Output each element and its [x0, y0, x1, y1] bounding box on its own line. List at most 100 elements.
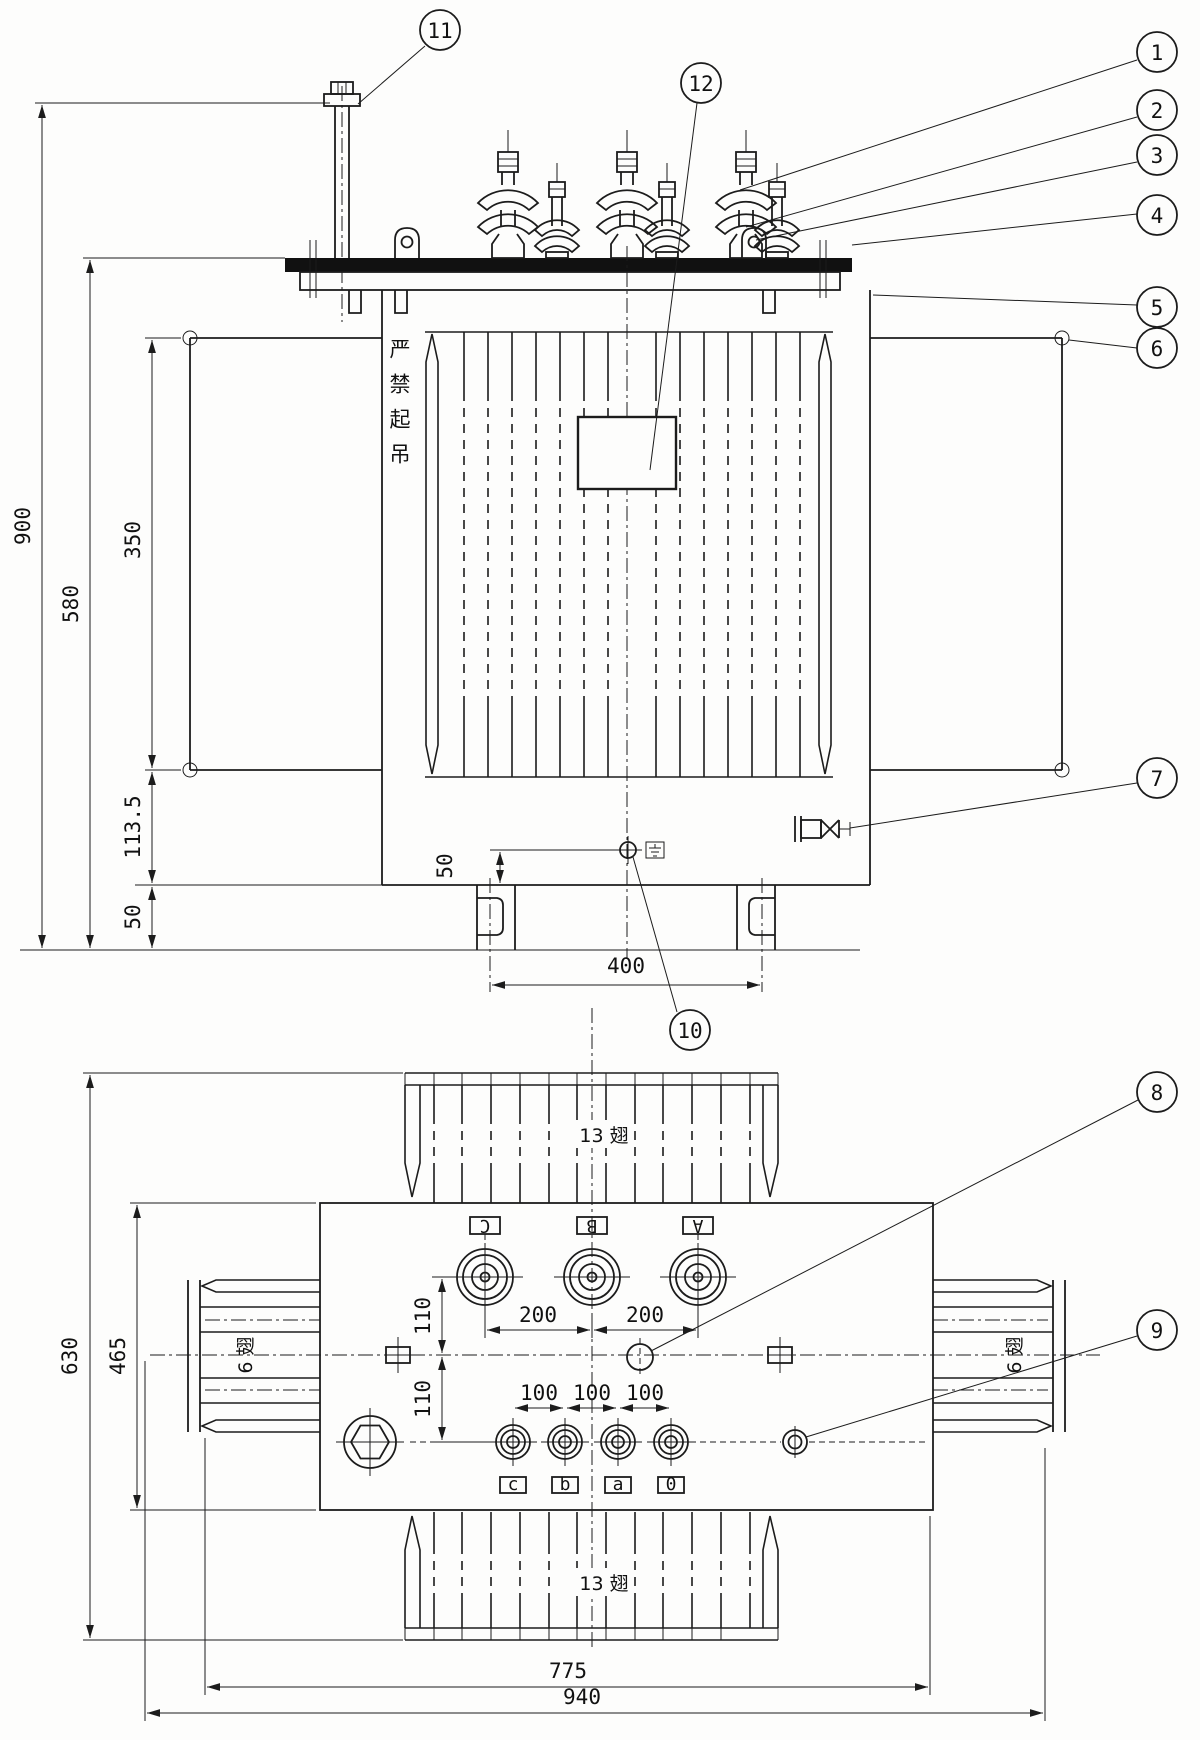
callout-6: 6	[1136, 327, 1178, 369]
callout-10: 10	[669, 1009, 711, 1051]
svg-text:a: a	[613, 1474, 624, 1495]
lv-bushing-a: a	[594, 1418, 642, 1495]
fin-count-top-label: 13 翅	[579, 1125, 628, 1147]
svg-text:630: 630	[58, 1337, 82, 1375]
cover-clamp-right	[767, 1337, 793, 1373]
svg-text:B: B	[587, 1215, 598, 1236]
lv-insulator	[643, 163, 691, 259]
fin-bank-bottom: 13 翅	[404, 1512, 779, 1641]
callout-11: 11	[419, 9, 461, 51]
svg-text:6: 6	[1151, 337, 1164, 361]
plan-wing-left: 6 翅	[187, 1279, 320, 1433]
fin-count-bottom-label: 13 翅	[579, 1573, 628, 1595]
svg-text:110: 110	[411, 1380, 435, 1418]
hv-bushing-B: B	[554, 1215, 630, 1306]
tank-outline	[381, 290, 871, 886]
hv-insulator	[595, 130, 659, 259]
svg-text:100: 100	[520, 1381, 558, 1405]
dimension-50-base: 50	[121, 887, 156, 948]
svg-text:100: 100	[573, 1381, 611, 1405]
feet-centerlines	[489, 878, 763, 992]
svg-text:A: A	[692, 1215, 703, 1236]
svg-text:400: 400	[607, 954, 645, 978]
dimension-630: 630	[58, 1072, 403, 1641]
svg-text:775: 775	[549, 1659, 587, 1683]
thermometer-seat	[626, 1338, 654, 1376]
svg-text:10: 10	[677, 1019, 702, 1043]
callout-1: 1	[1136, 31, 1178, 73]
base-channel-left	[476, 885, 516, 950]
dimension-400: 400	[492, 954, 760, 989]
svg-text:c: c	[508, 1474, 519, 1495]
lv-bushing-c: c	[489, 1418, 537, 1495]
corrugated-fin-wall	[425, 331, 833, 778]
fin-count-left-label: 6 翅	[235, 1336, 257, 1373]
dimension-200-right: 200	[594, 1303, 696, 1334]
svg-text:7: 7	[1151, 767, 1164, 791]
hv-insulator	[476, 130, 540, 259]
dimension-113-5: 113.5	[121, 772, 156, 883]
flange-tabs	[348, 290, 776, 314]
svg-text:200: 200	[626, 1303, 664, 1327]
tank-lid-bar	[285, 258, 852, 272]
svg-text:b: b	[560, 1474, 571, 1495]
svg-text:580: 580	[59, 585, 83, 623]
no-lifting-warning-text: 严禁起吊	[387, 338, 411, 478]
hv-bushing-C: C	[447, 1215, 523, 1315]
callouts: 1 2 3 4 5 6 7 8 9 10 11 12	[357, 9, 1178, 1438]
plan-wing-right: 6 翅	[933, 1279, 1066, 1433]
svg-text:465: 465	[106, 1337, 130, 1375]
callout-7: 7	[1136, 757, 1178, 799]
svg-text:350: 350	[121, 521, 145, 559]
svg-text:2: 2	[1151, 99, 1164, 123]
lv-bushing-b: b	[541, 1418, 589, 1495]
svg-text:1: 1	[1151, 41, 1164, 65]
svg-text:5: 5	[1151, 296, 1164, 320]
radiator-wing-right	[870, 330, 1070, 778]
earth-terminal	[782, 1426, 808, 1458]
svg-text:0: 0	[666, 1474, 677, 1495]
earthing-symbol	[645, 841, 665, 859]
lv-bushing-row: c b a 0	[410, 1418, 925, 1495]
lv-bushing-0: 0	[647, 1418, 695, 1495]
dimension-50-plug: 50	[433, 849, 616, 883]
svg-text:113.5: 113.5	[121, 795, 145, 858]
callout-5: 5	[1136, 286, 1178, 328]
svg-text:110: 110	[411, 1297, 435, 1335]
lid-lifting-rod	[323, 81, 361, 322]
svg-text:8: 8	[1151, 1081, 1164, 1105]
svg-text:3: 3	[1151, 144, 1164, 168]
dimension-100-group: 100 100 100	[515, 1381, 669, 1412]
svg-text:50: 50	[433, 853, 457, 878]
radiator-wing-left	[182, 330, 382, 778]
callout-3: 3	[1136, 134, 1178, 176]
plan-tank-outline	[319, 1202, 934, 1511]
svg-text:940: 940	[563, 1685, 601, 1709]
oil-plug-hex	[336, 1408, 404, 1476]
svg-text:C: C	[480, 1215, 491, 1236]
fin-count-right-label: 6 翅	[1004, 1336, 1026, 1373]
callout-8: 8	[1136, 1071, 1178, 1113]
dimension-110-bottom: 110	[411, 1357, 490, 1443]
svg-text:200: 200	[519, 1303, 557, 1327]
front-view: 900 580 350 113.5 50 50 400	[11, 81, 1070, 992]
svg-text:50: 50	[121, 904, 145, 929]
callout-2: 2	[1136, 89, 1178, 131]
base-channel-right	[736, 885, 776, 950]
fin-bank-top: 13 翅	[404, 1072, 779, 1203]
lv-bushing-insulators	[533, 163, 801, 259]
dimension-110-top: 110	[411, 1276, 452, 1353]
lv-insulator	[533, 163, 581, 259]
lid-flange	[299, 271, 841, 291]
hv-insulator	[714, 130, 778, 259]
nameplate	[576, 415, 678, 491]
svg-text:900: 900	[11, 507, 35, 545]
dimension-900: 900	[11, 102, 330, 948]
callout-12: 12	[680, 62, 722, 104]
dimension-580: 580	[59, 257, 285, 948]
dimension-350: 350	[121, 337, 181, 771]
hv-bushing-insulators	[476, 130, 778, 259]
svg-text:9: 9	[1151, 1319, 1164, 1343]
lid-lifting-lug	[394, 227, 767, 258]
